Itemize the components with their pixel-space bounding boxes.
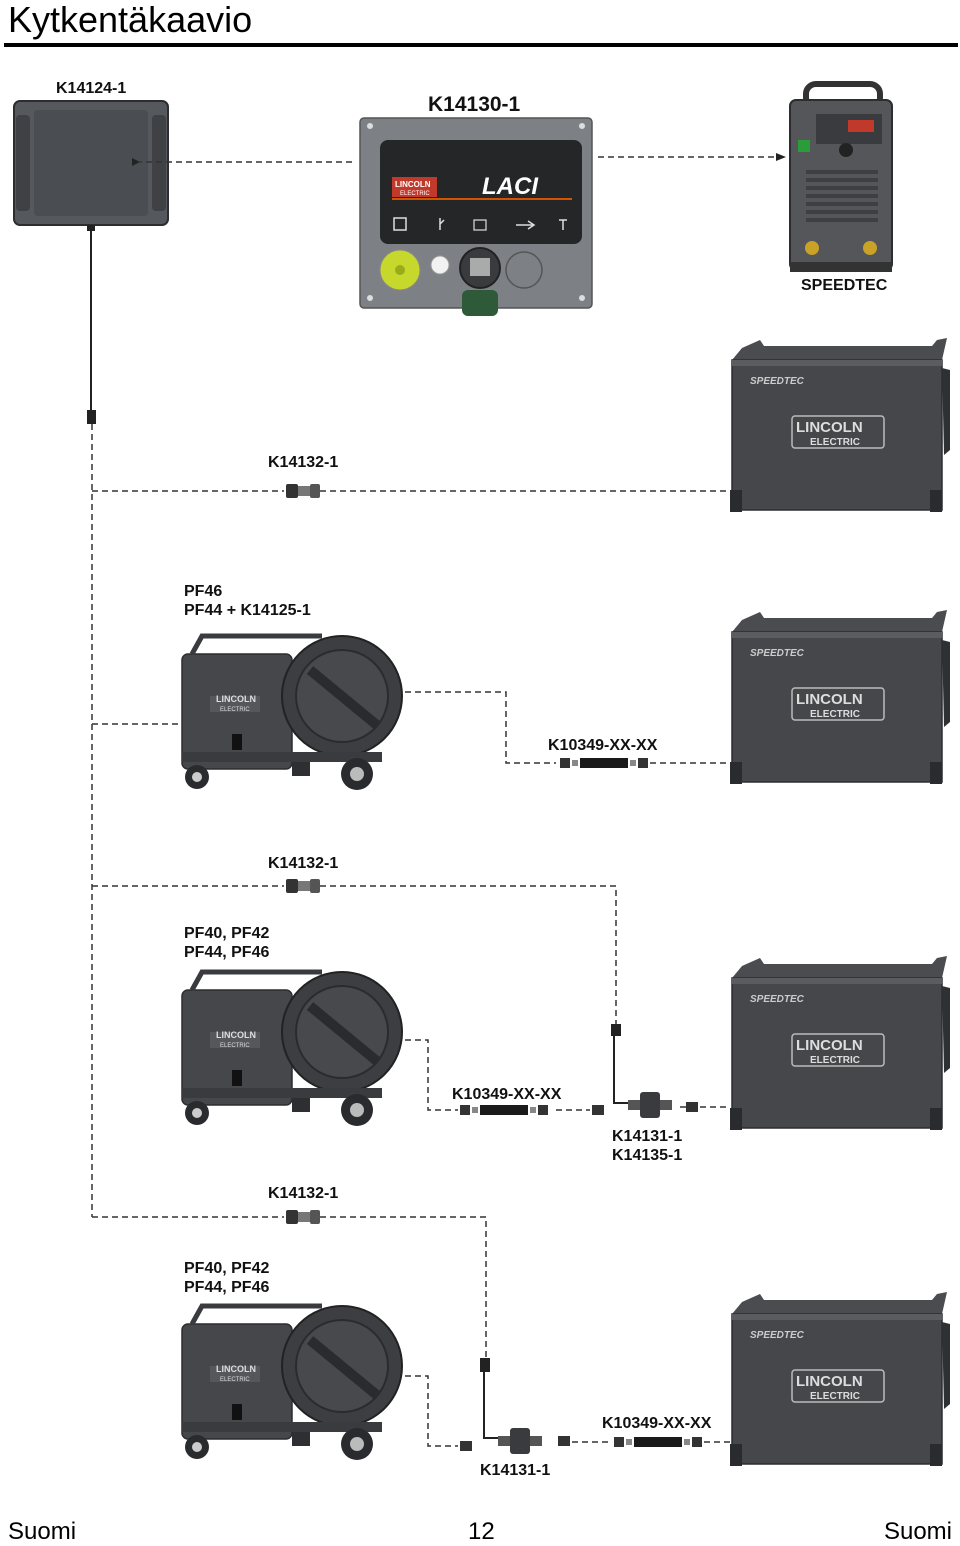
footer-language-left: Suomi bbox=[8, 1518, 77, 1545]
power-source-brand2-row3: ELECTRIC bbox=[810, 1055, 860, 1066]
row3-feeder-line2: PF44, PF46 bbox=[184, 944, 269, 961]
remote-label: K14124-1 bbox=[56, 80, 126, 97]
row2-feeder-line2: PF44 + K14125-1 bbox=[184, 602, 311, 619]
feeder-brand2-row3: ELECTRIC bbox=[220, 1043, 250, 1049]
long-cable-row2 bbox=[560, 758, 648, 768]
row3-splitter-line1: K14131-1 bbox=[612, 1128, 682, 1145]
row3-cable-top-label: K14132-1 bbox=[268, 855, 338, 872]
power-source-row3: SPEEDTEC LINCOLN ELECTRIC bbox=[729, 955, 951, 1131]
interface-logo-line1: LINCOLN bbox=[395, 180, 431, 189]
plug-row4 bbox=[286, 1210, 320, 1224]
page-number: 12 bbox=[468, 1518, 495, 1545]
feeder-brand2-row4: ELECTRIC bbox=[220, 1377, 250, 1383]
cable-parts bbox=[286, 484, 702, 1454]
power-source-brand1-row1: LINCOLN bbox=[796, 419, 863, 436]
interface-logo-line2: ELECTRIC bbox=[400, 191, 430, 197]
top-power-source-label: SPEEDTEC bbox=[801, 277, 888, 294]
row2-feeder-line1: PF46 bbox=[184, 583, 222, 600]
connection-lines bbox=[87, 153, 786, 1447]
row1-cable-label: K14132-1 bbox=[268, 454, 338, 471]
speedtec-front-unit bbox=[789, 81, 893, 272]
title-divider bbox=[4, 43, 958, 47]
row4-cable-top-label: K14132-1 bbox=[268, 1185, 338, 1202]
row4-feeder-line1: PF40, PF42 bbox=[184, 1260, 269, 1277]
long-cable-row4 bbox=[614, 1437, 702, 1447]
row3-splitter-line2: K14135-1 bbox=[612, 1147, 682, 1164]
page-title: Kytkentäkaavio bbox=[8, 0, 253, 40]
power-source-row4: SPEEDTEC LINCOLN ELECTRIC bbox=[729, 1291, 951, 1467]
remote-control-unit bbox=[13, 100, 169, 231]
row4-feeder-line2: PF44, PF46 bbox=[184, 1279, 269, 1296]
row4-cable-label: K10349-XX-XX bbox=[602, 1415, 712, 1432]
power-source-brand2-row2: ELECTRIC bbox=[810, 709, 860, 720]
power-source-brand2-row4: ELECTRIC bbox=[810, 1391, 860, 1402]
row3-cable-label: K10349-XX-XX bbox=[452, 1086, 562, 1103]
power-source-model-row3: SPEEDTEC bbox=[750, 994, 805, 1005]
interface-label: K14130-1 bbox=[428, 93, 521, 116]
power-source-row1: SPEEDTEC LINCOLN ELECTRIC bbox=[729, 337, 951, 513]
wire-feeder-row4: LINCOLN ELECTRIC bbox=[182, 1306, 402, 1460]
power-source-model-row2: SPEEDTEC bbox=[750, 648, 805, 659]
power-source-row2: SPEEDTEC LINCOLN ELECTRIC bbox=[729, 609, 951, 785]
row3-feeder-line1: PF40, PF42 bbox=[184, 925, 269, 942]
power-source-model-row4: SPEEDTEC bbox=[750, 1330, 805, 1341]
plug-row1 bbox=[286, 484, 320, 498]
long-cable-row3 bbox=[460, 1105, 548, 1115]
interface-brand: LACI bbox=[482, 173, 539, 200]
row4-splitter-label: K14131-1 bbox=[480, 1462, 550, 1479]
wire-feeder-row2: LINCOLN ELECTRIC bbox=[182, 636, 402, 790]
feeder-brand1-row3: LINCOLN bbox=[216, 1030, 256, 1040]
power-source-brand2-row1: ELECTRIC bbox=[810, 437, 860, 448]
laci-interface-panel: LINCOLN ELECTRIC LACI bbox=[359, 117, 593, 316]
footer-language-right: Suomi bbox=[883, 1518, 952, 1545]
feeder-brand2-row2: ELECTRIC bbox=[220, 707, 250, 713]
power-source-model-row1: SPEEDTEC bbox=[750, 376, 805, 387]
interface-icon-row bbox=[393, 217, 567, 231]
feeder-brand1-row2: LINCOLN bbox=[216, 694, 256, 704]
power-source-brand1-row3: LINCOLN bbox=[796, 1037, 863, 1054]
power-source-brand1-row4: LINCOLN bbox=[796, 1373, 863, 1390]
plug-row3 bbox=[286, 879, 320, 893]
row2-cable-label: K10349-XX-XX bbox=[548, 737, 658, 754]
splitter-row4 bbox=[498, 1428, 542, 1454]
power-source-brand1-row2: LINCOLN bbox=[796, 691, 863, 708]
splitter-row3 bbox=[628, 1092, 672, 1118]
feeder-brand1-row4: LINCOLN bbox=[216, 1364, 256, 1374]
wire-feeder-row3: LINCOLN ELECTRIC bbox=[182, 972, 402, 1126]
